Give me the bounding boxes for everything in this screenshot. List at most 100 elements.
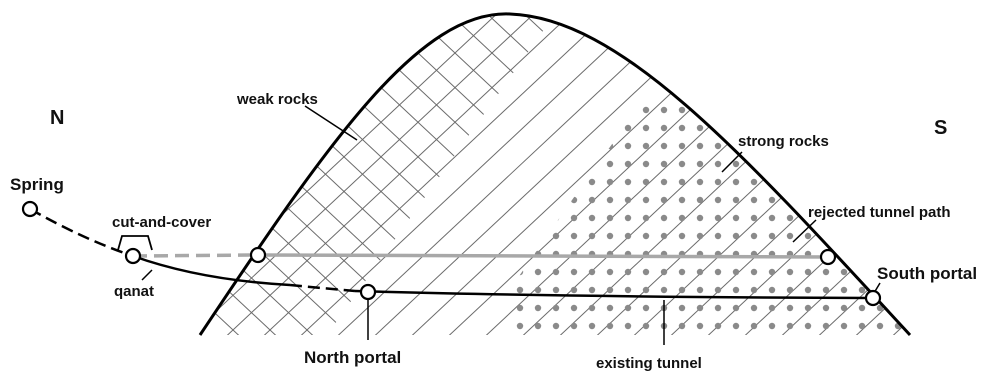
rock-dot [750,178,758,186]
rock-dot [822,268,830,276]
cross-hatch-line [487,13,565,335]
rock-dot [804,322,812,330]
rock-dot [822,106,830,114]
qanat-dashed-segment [289,283,356,293]
rock-dot [786,286,794,294]
rock-dot [804,304,812,312]
rock-dot [786,106,794,114]
cross-hatch-line [376,13,565,335]
rock-dot [732,160,740,168]
cross-hatch-line [450,13,565,335]
cross-hatch-line [200,13,317,335]
rock-dot [840,250,848,258]
existing-tunnel-label: existing tunnel [596,355,702,372]
rock-dot [678,160,686,168]
rock-dot [552,106,560,114]
hatch-line [815,13,910,335]
hatch-line [482,13,904,335]
rock-dot [840,142,848,150]
rock-dot [624,214,632,222]
rock-dot [678,268,686,276]
rock-dot [714,142,722,150]
rock-dot [786,160,794,168]
rock-dot [786,322,794,330]
rock-dot [750,304,758,312]
rock-dot [588,106,596,114]
rock-dot [516,178,524,186]
hatch-line [964,0,1003,373]
rock-dot [732,304,740,312]
rock-dot [624,196,632,204]
rock-dot [750,196,758,204]
rock-dot [642,304,650,312]
rock-dot [642,232,650,240]
rock-dot [642,106,650,114]
rock-dot [840,286,848,294]
cut-and-cover-label: cut-and-cover [112,214,211,231]
rock-dot [822,160,830,168]
rock-dot [624,142,632,150]
rock-dot [516,286,524,294]
qanat-label: qanat [114,283,154,300]
rock-dot [534,304,542,312]
rock-dot [714,196,722,204]
rock-dot [660,286,668,294]
rock-dot [552,286,560,294]
cross-hatch-line [747,0,1003,373]
rock-dot [660,214,668,222]
rock-dot [606,160,614,168]
rock-dot [696,322,704,330]
rock-dot [696,286,704,294]
rock-dot [822,232,830,240]
cross-hatch-line [302,13,565,335]
rock-dot [624,286,632,294]
cross-hatch-line [200,13,391,335]
spring-marker [21,200,39,218]
rock-dot [714,106,722,114]
rock-dot [516,214,524,222]
rock-dot [696,214,704,222]
rock-dot [732,106,740,114]
rock-dot [858,106,866,114]
rock-dot [840,322,848,330]
rock-dot [588,196,596,204]
rock-dot [768,232,776,240]
rock-dot [516,304,524,312]
rock-dot [606,178,614,186]
rock-dot [858,286,866,294]
rock-dot [768,322,776,330]
rock-dot [516,142,524,150]
rock-dot [894,178,902,186]
rock-dot [858,304,866,312]
rock-dot [714,268,722,276]
rock-dot [588,142,596,150]
rock-dot [804,268,812,276]
cross-hatch-line [599,0,1003,373]
cross-hatch-line [200,13,502,335]
cross-hatch-line [200,13,465,335]
rock-dot [858,232,866,240]
rock-dot [642,124,650,132]
cross-hatch-line [524,13,565,335]
rock-dot [624,124,632,132]
hatch-line [630,13,910,335]
rock-dot [570,142,578,150]
hatch-line [371,13,793,335]
rock-dot [858,178,866,186]
hatch-line [260,13,682,335]
rock-dot [786,304,794,312]
rock-dot [696,106,704,114]
rock-dot [858,196,866,204]
rock-dot [642,268,650,276]
hatch-line [927,0,1003,373]
rock-dot [750,232,758,240]
north-direction-label: N [50,107,64,129]
cut-and-cover-bracket [117,235,153,251]
rock-dot [678,178,686,186]
rock-dot [714,214,722,222]
rock-dot [678,124,686,132]
rock-dot [714,232,722,240]
rock-dot [678,232,686,240]
